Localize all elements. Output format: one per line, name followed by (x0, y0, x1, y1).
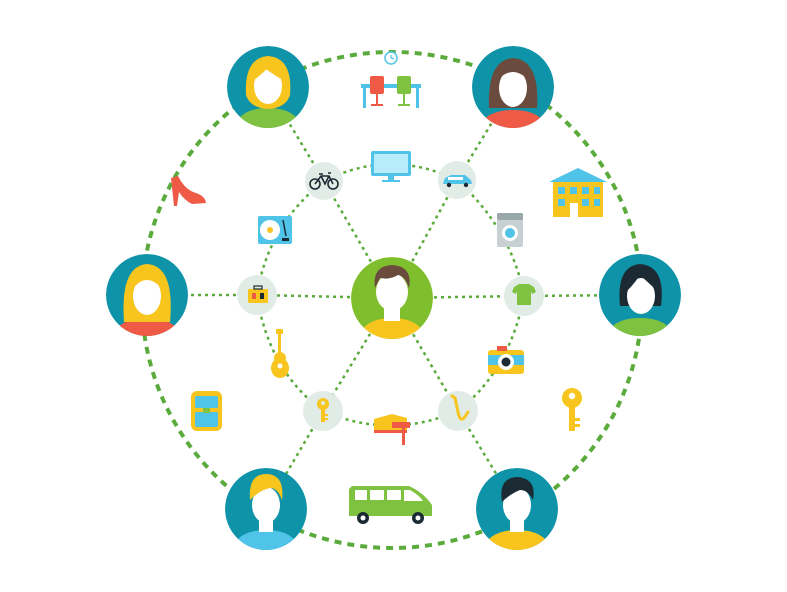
person-bottom-right-avatar (476, 468, 558, 550)
camera-icon (488, 346, 524, 374)
tshirt-icon (512, 284, 536, 305)
center-person-avatar (351, 257, 433, 339)
person-right-avatar (599, 254, 681, 336)
monitor-icon (371, 151, 411, 182)
key-icon (562, 388, 582, 431)
apartment-building-icon (549, 168, 607, 217)
washing-machine-icon (497, 213, 523, 247)
guitar-icon (271, 329, 289, 378)
desk-chairs-clock-icon (361, 51, 421, 108)
person-top-left-avatar (227, 46, 309, 128)
minivan-icon (349, 486, 432, 524)
key-icon (317, 398, 329, 422)
car-icon (443, 175, 472, 188)
jigsaw-tool-icon (374, 414, 410, 445)
record-player-icon (258, 216, 292, 244)
backpack-icon (191, 391, 222, 431)
bicycle-icon (309, 172, 339, 190)
person-top-right-avatar (472, 46, 554, 128)
saxophone-icon (450, 394, 470, 421)
high-heel-shoe-icon (171, 176, 206, 206)
person-bottom-left-avatar (225, 468, 307, 550)
suitcase-icon (248, 285, 268, 303)
person-left-avatar (106, 254, 188, 336)
